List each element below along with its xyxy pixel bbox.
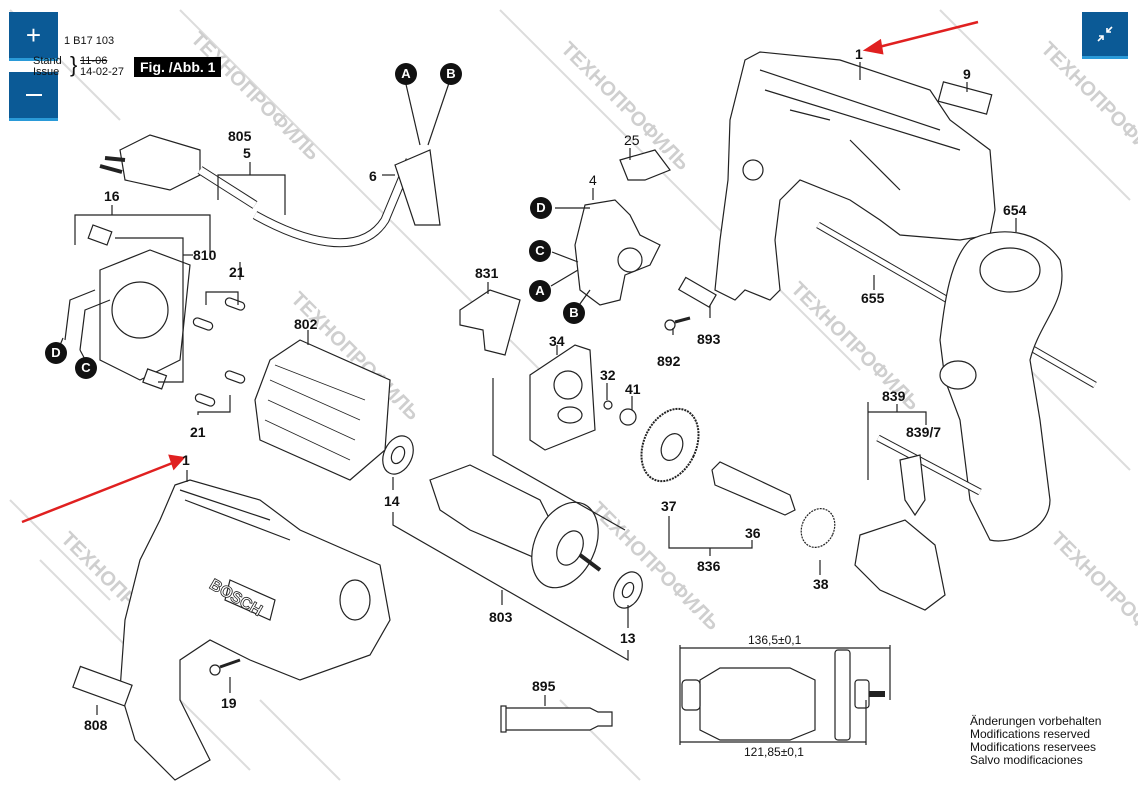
- part-label-14: 14: [384, 493, 400, 509]
- connector-c-brush: C: [75, 357, 97, 379]
- doc-number: 1 B17 103: [64, 35, 115, 47]
- svg-text:ТЕХНОПРОФИЛЬ: ТЕХНОПРОФИЛЬ: [1046, 528, 1138, 665]
- connector-d-switch: D: [530, 197, 552, 219]
- part-label-36: 36: [745, 525, 761, 541]
- part-label-1-top: 1: [855, 46, 863, 62]
- fit-to-screen-button[interactable]: [1082, 12, 1128, 59]
- notice-line-en: Modifications reserved: [970, 727, 1091, 741]
- plug-drawing: [119, 134, 201, 191]
- aux-handle-drawing: [939, 231, 1063, 542]
- part-label-21-bottom: 21: [190, 424, 206, 440]
- connector-a-switch: A: [529, 280, 551, 302]
- connector-c-switch: C: [529, 240, 551, 262]
- part-label-654: 654: [1003, 202, 1027, 218]
- leader-lines: [57, 62, 1017, 745]
- part-label-803: 803: [489, 609, 513, 625]
- part-label-836: 836: [697, 558, 721, 574]
- stand-value: 11-06: [80, 55, 108, 67]
- zoom-out-button[interactable]: [9, 72, 58, 121]
- part-label-16: 16: [104, 188, 120, 204]
- spindle-drawing: [711, 461, 796, 516]
- connector-a-cord: A: [395, 63, 417, 85]
- dimension-overall-length: 136,5±0,1: [748, 633, 802, 647]
- gear-drawing: [640, 407, 700, 483]
- housing-half-right-drawing: [714, 51, 996, 301]
- svg-text:ТЕХНОПРОФИЛЬ: ТЕХНОПРОФИЛЬ: [186, 28, 323, 165]
- armature-dimension-drawing: [699, 667, 816, 741]
- cord-guard-drawing: [394, 149, 441, 226]
- part-label-4: 4: [589, 172, 597, 188]
- collapse-arrows-icon: [1097, 26, 1113, 42]
- part-label-21-top: 21: [229, 264, 245, 280]
- svg-text:ТЕХНОПРОФИЛЬ: ТЕХНОПРОФИЛЬ: [556, 38, 693, 175]
- dimension-armature-length: 121,85±0,1: [744, 745, 804, 759]
- part-label-1-bottom: 1: [182, 452, 190, 468]
- part-label-25: 25: [624, 132, 640, 148]
- notice-line-es: Salvo modificaciones: [970, 753, 1083, 767]
- cable-clamp-drawing: [677, 276, 717, 308]
- zoom-in-button[interactable]: +: [9, 12, 58, 61]
- part-label-655: 655: [861, 290, 885, 306]
- minus-icon: [25, 94, 42, 96]
- issue-label: Issue: [33, 66, 60, 78]
- connector-b-switch: B: [563, 302, 585, 324]
- ratchet-drawing: [800, 508, 836, 548]
- label-plate-9-drawing: [937, 81, 993, 115]
- plus-icon: +: [25, 20, 42, 50]
- stand-label: Stand: [33, 55, 62, 67]
- issue-value: 14-02-27: [80, 66, 125, 78]
- part-label-38: 38: [813, 576, 829, 592]
- part-label-9: 9: [963, 66, 971, 82]
- housing-half-left-drawing: [119, 479, 391, 781]
- modification-notice: Änderungen vorbehalten Modifications res…: [970, 715, 1101, 767]
- field-stator-drawing: [254, 339, 391, 481]
- part-label-37: 37: [661, 498, 677, 514]
- switch-drawing: [574, 199, 661, 306]
- part-label-34: 34: [549, 333, 565, 349]
- figure-label: Fig. /Abb. 1: [134, 57, 222, 77]
- part-label-19: 19: [221, 695, 237, 711]
- part-label-810: 810: [193, 247, 217, 263]
- part-label-13: 13: [620, 630, 636, 646]
- notice-line-fr: Modifications reservees: [970, 740, 1097, 754]
- part-label-895: 895: [532, 678, 556, 694]
- part-label-893: 893: [697, 331, 721, 347]
- part-label-805: 805: [228, 128, 252, 144]
- part-label-5: 5: [243, 145, 251, 161]
- part-label-41: 41: [625, 381, 641, 397]
- notice-line-de: Änderungen vorbehalten: [970, 714, 1102, 728]
- connector-d-brush: D: [45, 342, 67, 364]
- part-label-839: 839: [882, 388, 906, 404]
- part-label-839-7: 839/7: [906, 424, 942, 440]
- brace: }: [70, 52, 78, 77]
- part-label-831: 831: [475, 265, 499, 281]
- part-label-32: 32: [600, 367, 616, 383]
- chuck-key-drawing: [899, 454, 926, 517]
- part-label-6: 6: [369, 168, 377, 184]
- switch-cover-drawing: [459, 289, 521, 356]
- part-label-808: 808: [84, 717, 108, 733]
- chuck-drawing: [854, 519, 946, 611]
- grease-tube-drawing: [504, 707, 613, 731]
- part-label-802: 802: [294, 316, 318, 332]
- part-label-892: 892: [657, 353, 681, 369]
- switch-slide-drawing: [619, 149, 671, 181]
- red-arrows: [21, 20, 979, 524]
- connector-b-cord: B: [440, 63, 462, 85]
- label-plate-808-drawing: [72, 665, 133, 707]
- brush-holder-drawing: [99, 249, 191, 381]
